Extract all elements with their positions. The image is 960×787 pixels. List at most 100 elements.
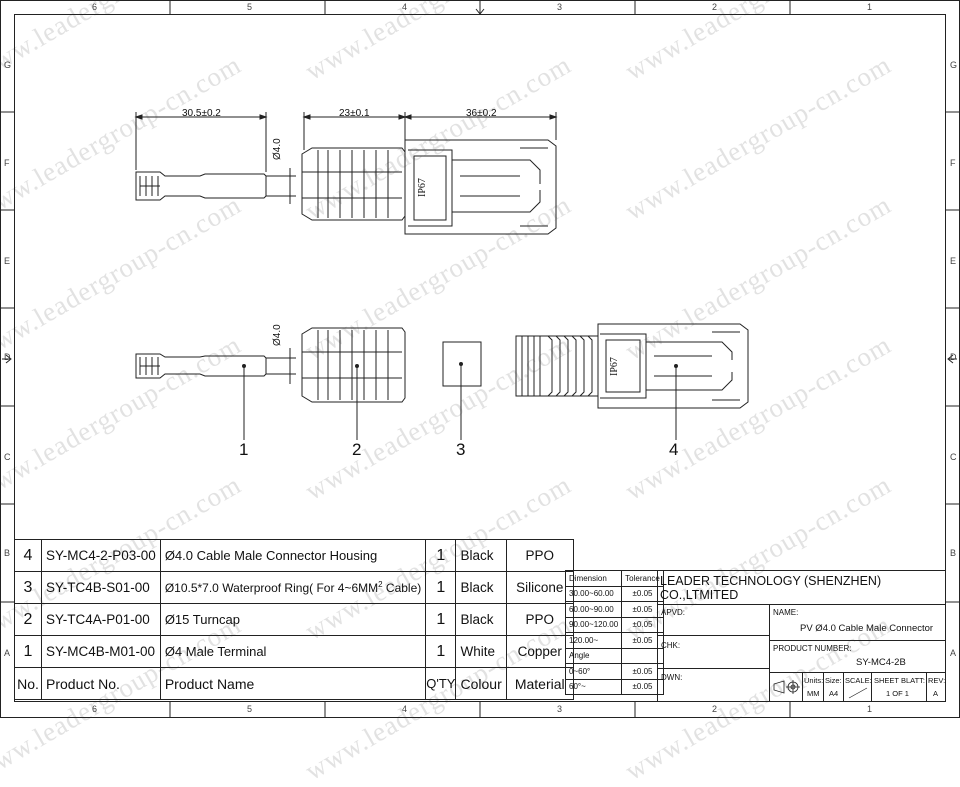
grid-column-label: 5	[247, 2, 253, 12]
table-row: 4 SY-MC4-2-P03-00 Ø4.0 Cable Male Connec…	[14, 539, 574, 572]
part-material: PPO	[505, 603, 574, 636]
rev-label: REV:	[928, 676, 946, 685]
part-colour: Black	[455, 603, 507, 636]
table-header-row: No. Product No. Product Name Q'TY Colour…	[14, 667, 574, 700]
name-value: PV Ø4.0 Cable Male Connector	[800, 623, 934, 634]
housing-top	[404, 139, 557, 235]
center-mark-left	[2, 354, 12, 364]
grid-column-label: 4	[402, 704, 408, 714]
rev-cell: REV: A	[926, 672, 946, 702]
header-qty: Q'TY	[425, 667, 457, 700]
units-label: Units:	[804, 676, 824, 685]
chk-label: CHK:	[661, 641, 681, 650]
tolerance-row: 60.00~90.00±0.05	[564, 601, 664, 618]
tolerance-range: 120.00~	[564, 632, 623, 649]
dim-housing-length-text: 36±0.2	[466, 108, 497, 119]
grid-row-label: E	[950, 256, 957, 266]
size-value: A4	[829, 689, 839, 698]
tolerance-row: 120.00~±0.05	[564, 632, 664, 649]
seal-ring-exploded	[442, 341, 482, 440]
company-cell: LEADER TECHNOLOGY (SHENZHEN) CO.,LTMITED	[657, 570, 946, 605]
tolerance-range: Angle	[564, 647, 623, 664]
grid-row-label: A	[4, 648, 11, 658]
tolerance-header-dimension: Dimension	[564, 570, 623, 587]
part-material: PPO	[505, 539, 574, 572]
chk-cell: CHK:	[657, 635, 770, 669]
dim-housing-length	[403, 112, 558, 140]
assembled-view	[134, 112, 558, 235]
turncap-top	[301, 147, 406, 221]
name-cell: NAME: PV Ø4.0 Cable Male Connector	[769, 604, 946, 641]
part-product-no: SY-MC4B-M01-00	[41, 635, 161, 668]
scale-label: SCALE:	[845, 676, 872, 685]
table-row: 3 SY-TC4B-S01-00 Ø10.5*7.0 Waterproof Ri…	[14, 571, 574, 604]
dim-diameter-top-text: Ø4.0	[272, 138, 283, 160]
dim-diameter-bottom-text: Ø4.0	[272, 324, 283, 346]
parts-table: 4 SY-MC4-2-P03-00 Ø4.0 Cable Male Connec…	[14, 539, 574, 700]
apvd-cell: APVD:	[657, 604, 770, 636]
dwn-cell: DWN:	[657, 668, 770, 702]
grid-row-label: A	[950, 648, 957, 658]
part-name: Ø10.5*7.0 Waterproof Ring( For 4~6MM	[164, 581, 379, 595]
part-colour: Black	[455, 539, 507, 572]
part-product-no: SY-TC4B-S01-00	[41, 571, 161, 604]
callout-3: 3	[456, 440, 466, 459]
tolerance-range: 90.00~120.00	[564, 616, 623, 633]
grid-column-label: 3	[557, 704, 563, 714]
tolerance-row: 30.00~60.00±0.05	[564, 585, 664, 602]
header-no: No.	[14, 667, 42, 700]
grid-column-label: 6	[92, 2, 98, 12]
tolerance-header: Dimension Tolerance	[564, 570, 664, 587]
part-qty: 1	[425, 635, 457, 668]
table-row: 1 SY-MC4B-M01-00 Ø4 Male Terminal 1 Whit…	[14, 635, 574, 668]
grid-row-label: G	[950, 60, 958, 70]
callout-2: 2	[352, 440, 362, 459]
table-row: 2 SY-TC4A-P01-00 Ø15 Turncap 1 Black PPO	[14, 603, 574, 636]
size-cell: Size: A4	[823, 672, 844, 702]
tolerance-range: 30.00~60.00	[564, 585, 623, 602]
part-qty: 1	[425, 603, 457, 636]
dim-turncap-length-text: 23±0.1	[339, 108, 370, 119]
part-material: Copper	[505, 635, 574, 668]
terminal-exploded	[135, 353, 267, 440]
rev-value: A	[933, 689, 939, 698]
dim-terminal-length-text: 30.5±0.2	[182, 108, 221, 119]
name-label: NAME:	[773, 608, 799, 617]
grid-row-label: D	[950, 352, 957, 362]
third-angle-projection-icon	[773, 680, 800, 694]
callout-4: 4	[669, 440, 679, 459]
scale-cell: SCALE:	[843, 672, 872, 702]
grid-column-label: 4	[402, 2, 408, 12]
header-colour: Colour	[455, 667, 507, 700]
units-cell: Units: MM	[802, 672, 824, 702]
projection-symbol-cell	[769, 672, 803, 702]
center-mark-top	[475, 4, 485, 15]
ip-rating-top: IP67	[417, 178, 428, 197]
grid-column-label: 1	[867, 704, 873, 714]
tolerance-row: 90.00~120.00±0.05	[564, 616, 664, 633]
grid-row-label: F	[4, 158, 10, 168]
dim-turncap-length	[302, 112, 407, 150]
tolerance-row: 60°~±0.05	[564, 678, 664, 695]
tolerance-range: 0~60°	[564, 663, 623, 680]
part-name-superscript: 2	[378, 580, 383, 589]
apvd-label: APVD:	[661, 608, 686, 617]
grid-row-label: D	[4, 352, 11, 362]
part-no: 3	[14, 571, 42, 604]
tolerance-row: Angle	[564, 647, 664, 664]
dim-terminal-diameter-bottom	[266, 348, 296, 384]
tolerance-range: 60.00~90.00	[564, 601, 623, 618]
grid-row-label: F	[950, 158, 956, 168]
dwn-label: DWN:	[661, 673, 683, 682]
part-colour: Black	[455, 571, 507, 604]
grid-column-label: 1	[867, 2, 873, 12]
size-label: Size:	[825, 676, 842, 685]
grid-row-label: C	[4, 452, 11, 462]
header-product-name: Product Name	[159, 667, 427, 700]
scale-slash	[848, 687, 868, 699]
part-no: 4	[14, 539, 42, 572]
part-product-no: SY-MC4-2-P03-00	[41, 539, 161, 572]
company-name: LEADER TECHNOLOGY (SHENZHEN) CO.,LTMITED	[660, 573, 882, 602]
part-colour: White	[455, 635, 507, 668]
grid-row-label: B	[4, 548, 11, 558]
